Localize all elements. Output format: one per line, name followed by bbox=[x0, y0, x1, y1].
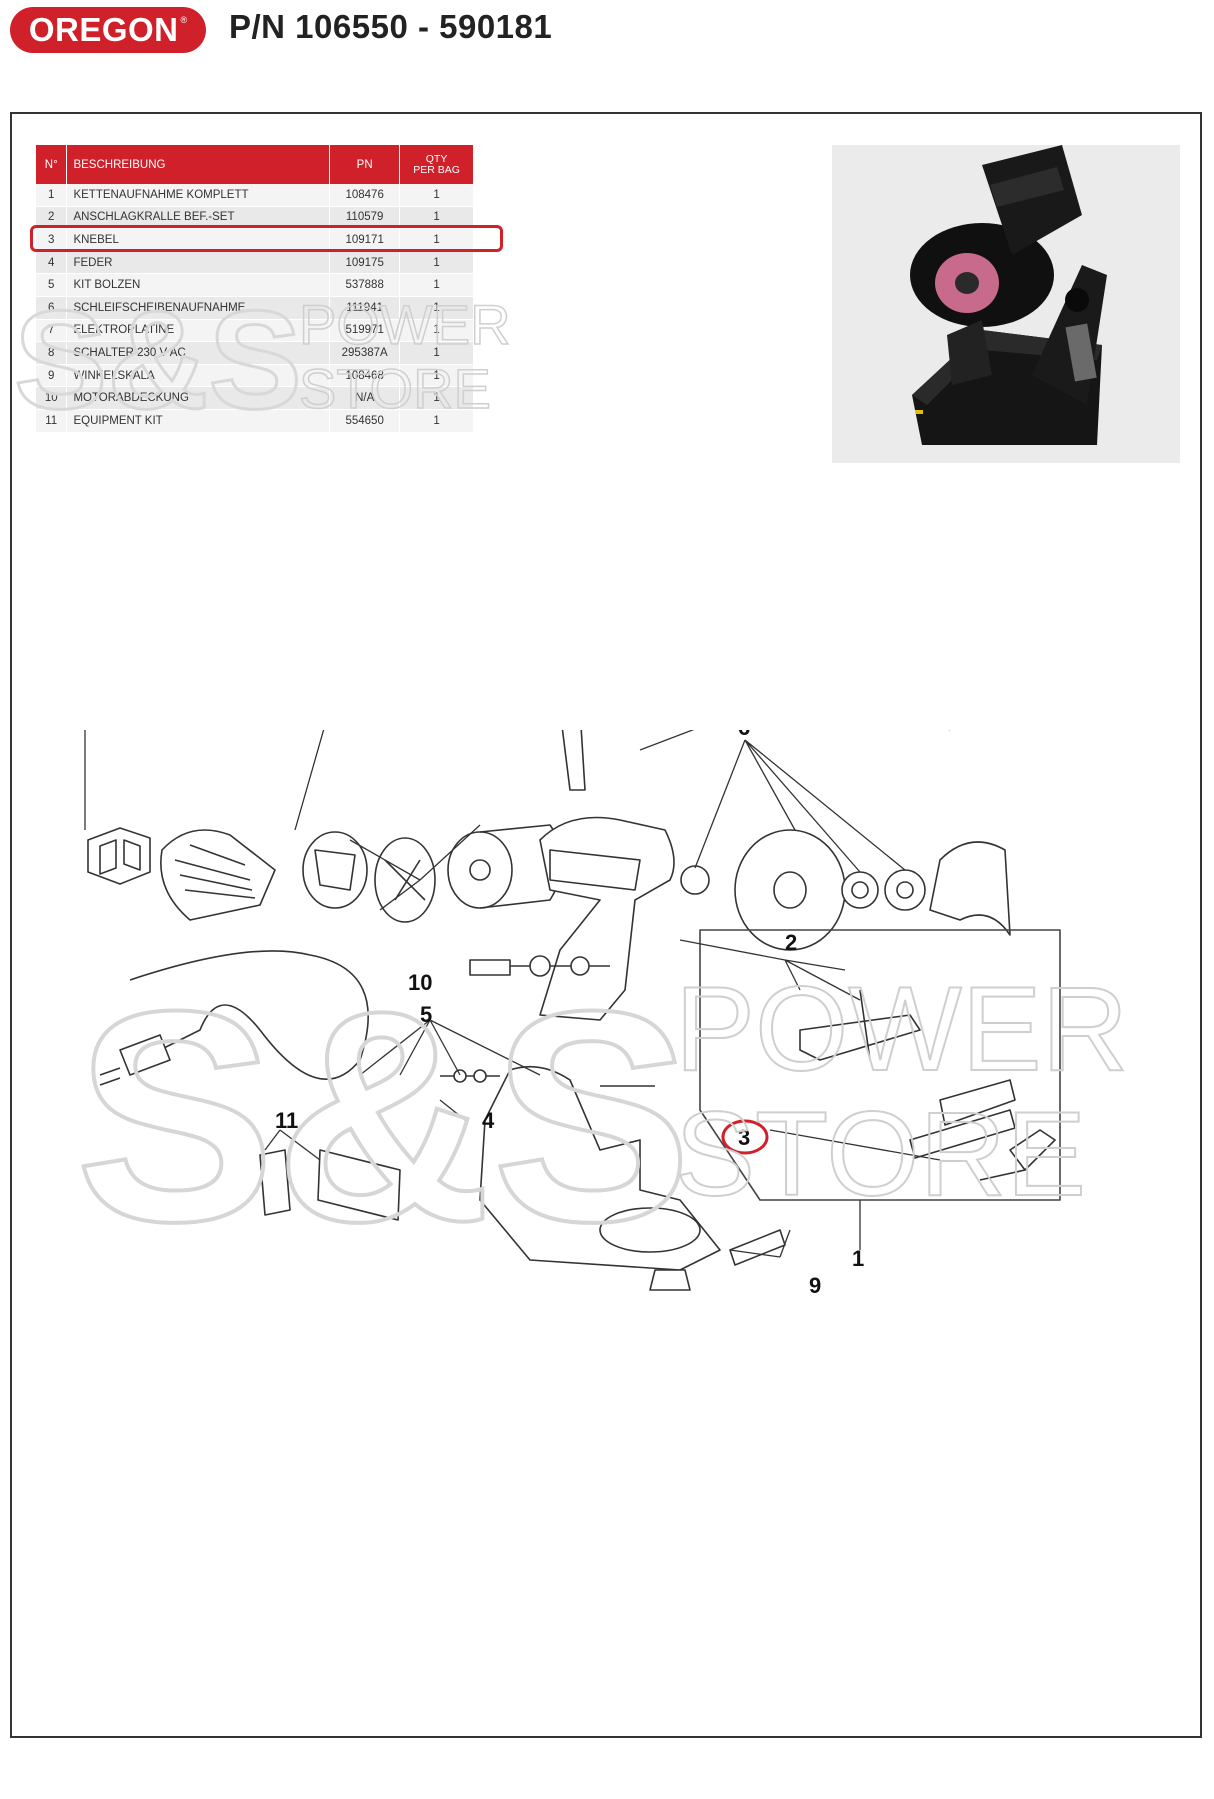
circuit-board-part bbox=[302, 831, 368, 909]
callout-9: 9 bbox=[809, 1273, 821, 1298]
grinding-wheel-part bbox=[680, 829, 926, 951]
angle-scale-part bbox=[729, 1229, 786, 1266]
shaft-parts bbox=[469, 955, 610, 977]
col-header-no: N° bbox=[36, 145, 68, 184]
callout-11-bottom: 11 bbox=[275, 1108, 298, 1133]
callout-5: 5 bbox=[420, 1002, 432, 1027]
knob-part bbox=[649, 1269, 691, 1291]
motor-cover-part bbox=[374, 837, 436, 923]
callout-8: 8 bbox=[80, 730, 90, 731]
product-photo bbox=[832, 145, 1180, 463]
exploded-parts-diagram: 11 6 7 8 10 2 4 5 11 9 1 3 bbox=[80, 730, 1061, 1298]
callout-1: 1 bbox=[852, 1246, 864, 1271]
power-cord-part bbox=[99, 950, 369, 1086]
highlighted-row-outline bbox=[30, 225, 503, 252]
page-title: P/N 106550 - 590181 bbox=[229, 8, 553, 45]
callout-10: 10 bbox=[408, 970, 432, 995]
callout-4: 4 bbox=[482, 1108, 495, 1133]
col-header-description: BESCHREIBUNG bbox=[66, 145, 331, 184]
equipment-kit-part bbox=[259, 1149, 401, 1221]
switch-part bbox=[87, 827, 151, 885]
grinder-arm-part bbox=[539, 730, 675, 1021]
oregon-logo: OREGON® bbox=[10, 7, 206, 53]
motor-housing-part bbox=[160, 829, 276, 921]
base-part bbox=[440, 1065, 721, 1271]
chain-sharpener-image bbox=[832, 145, 1180, 463]
callout-2: 2 bbox=[785, 930, 797, 955]
callout-3: 3 bbox=[738, 1125, 750, 1150]
chain-vise-part bbox=[799, 989, 1056, 1181]
callout-3-highlight bbox=[721, 1119, 769, 1155]
wheel-guard-part bbox=[929, 841, 1011, 936]
brand-name: OREGON bbox=[28, 11, 179, 48]
col-header-pn: PN bbox=[329, 145, 401, 184]
content-frame bbox=[10, 112, 1202, 1738]
callout-6: 6 bbox=[738, 730, 750, 740]
